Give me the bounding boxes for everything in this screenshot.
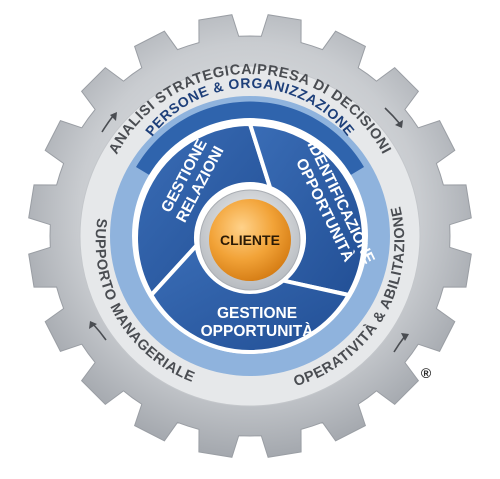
arrow-ccw-icon bbox=[89, 321, 107, 341]
registered-mark: ® bbox=[421, 365, 432, 381]
center-label: CLIENTE bbox=[220, 232, 280, 248]
top-blue-band bbox=[136, 101, 364, 176]
label-opportunita-line2: OPPORTUNITÀ bbox=[201, 323, 314, 340]
segment-identificazione-opportunita bbox=[247, 121, 366, 298]
segment-gestione-opportunita bbox=[148, 241, 352, 354]
label-gestione-opportunita-group: GESTIONE OPPORTUNITÀ bbox=[201, 305, 314, 340]
arrow-cw-icon bbox=[393, 333, 409, 353]
arrow-cw-icon bbox=[384, 107, 403, 128]
label-opportunita-line1: GESTIONE bbox=[217, 305, 297, 322]
segment-gestione-relazioni bbox=[134, 121, 274, 299]
arrow-ccw-icon bbox=[101, 112, 117, 133]
center-core bbox=[209, 199, 291, 281]
